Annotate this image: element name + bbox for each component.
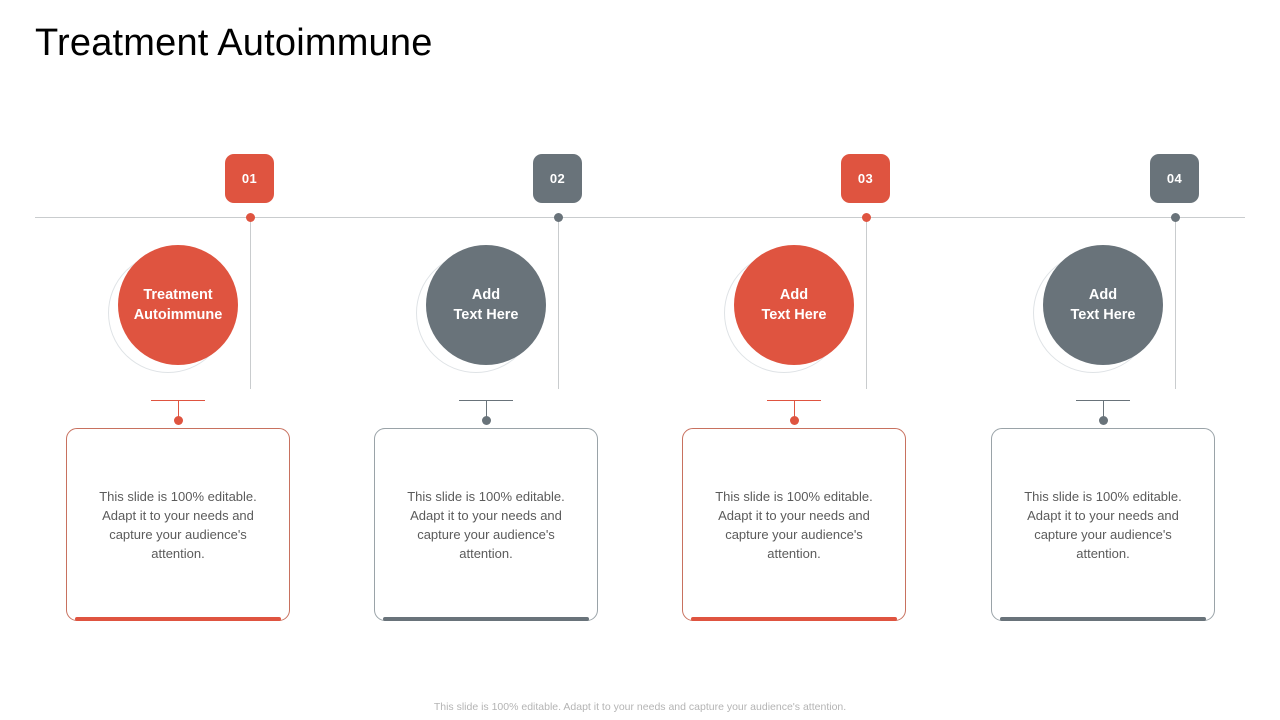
axis-dot: [554, 213, 563, 222]
step-card-text: This slide is 100% editable. Adapt it to…: [99, 488, 257, 561]
connector-stem: [1103, 400, 1104, 420]
step-number-badge[interactable]: 03: [841, 154, 890, 203]
timeline-step-04: 04 Add Text Here This slide is 100% edit…: [0, 0, 1215, 720]
connector-stem: [178, 400, 179, 420]
step-card[interactable]: This slide is 100% editable. Adapt it to…: [991, 428, 1215, 621]
step-card-text: This slide is 100% editable. Adapt it to…: [1024, 488, 1182, 561]
axis-dot: [1171, 213, 1180, 222]
axis-drop-line: [1175, 221, 1176, 389]
circle-label: Add Text Here: [761, 287, 827, 323]
axis-drop-line: [866, 221, 867, 389]
step-number-badge[interactable]: 01: [225, 154, 274, 203]
step-circle[interactable]: Add Text Here: [734, 245, 854, 365]
step-card[interactable]: This slide is 100% editable. Adapt it to…: [66, 428, 290, 621]
step-card-text: This slide is 100% editable. Adapt it to…: [407, 488, 565, 561]
connector-dot: [790, 416, 799, 425]
step-card[interactable]: This slide is 100% editable. Adapt it to…: [374, 428, 598, 621]
axis-drop-line: [250, 221, 251, 389]
connector-dot: [482, 416, 491, 425]
step-number-label: 01: [241, 171, 258, 186]
axis-dot: [246, 213, 255, 222]
connector-stem: [486, 400, 487, 420]
card-accent-underline: [691, 617, 897, 621]
step-circle[interactable]: Add Text Here: [426, 245, 546, 365]
step-number-label: 03: [857, 171, 874, 186]
card-accent-underline: [383, 617, 589, 621]
timeline-step-03: 03 Add Text Here This slide is 100% edit…: [0, 0, 906, 720]
step-circle[interactable]: Treatment Autoimmune: [118, 245, 238, 365]
footer-note: This slide is 100% editable. Adapt it to…: [433, 701, 847, 713]
step-number-badge[interactable]: 02: [533, 154, 582, 203]
card-accent-underline: [75, 617, 281, 621]
circle-label: Treatment Autoimmune: [133, 287, 223, 323]
card-accent-underline: [1000, 617, 1206, 621]
page-title: Treatment Autoimmune: [35, 22, 433, 64]
step-number-label: 04: [1166, 171, 1183, 186]
timeline-step-02: 02 Add Text Here This slide is 100% edit…: [0, 0, 598, 720]
connector-dot: [1099, 416, 1108, 425]
axis-dot: [862, 213, 871, 222]
axis-drop-line: [558, 221, 559, 389]
step-number-label: 02: [549, 171, 566, 186]
step-card-text: This slide is 100% editable. Adapt it to…: [715, 488, 873, 561]
step-number-badge[interactable]: 04: [1150, 154, 1199, 203]
circle-label: Add Text Here: [453, 287, 519, 323]
step-card[interactable]: This slide is 100% editable. Adapt it to…: [682, 428, 906, 621]
timeline-axis-line: [35, 217, 1245, 218]
step-circle[interactable]: Add Text Here: [1043, 245, 1163, 365]
connector-dot: [174, 416, 183, 425]
circle-label: Add Text Here: [1070, 287, 1136, 323]
connector-stem: [794, 400, 795, 420]
timeline-step-01: 01 Treatment Autoimmune This slide is 10…: [0, 0, 300, 720]
